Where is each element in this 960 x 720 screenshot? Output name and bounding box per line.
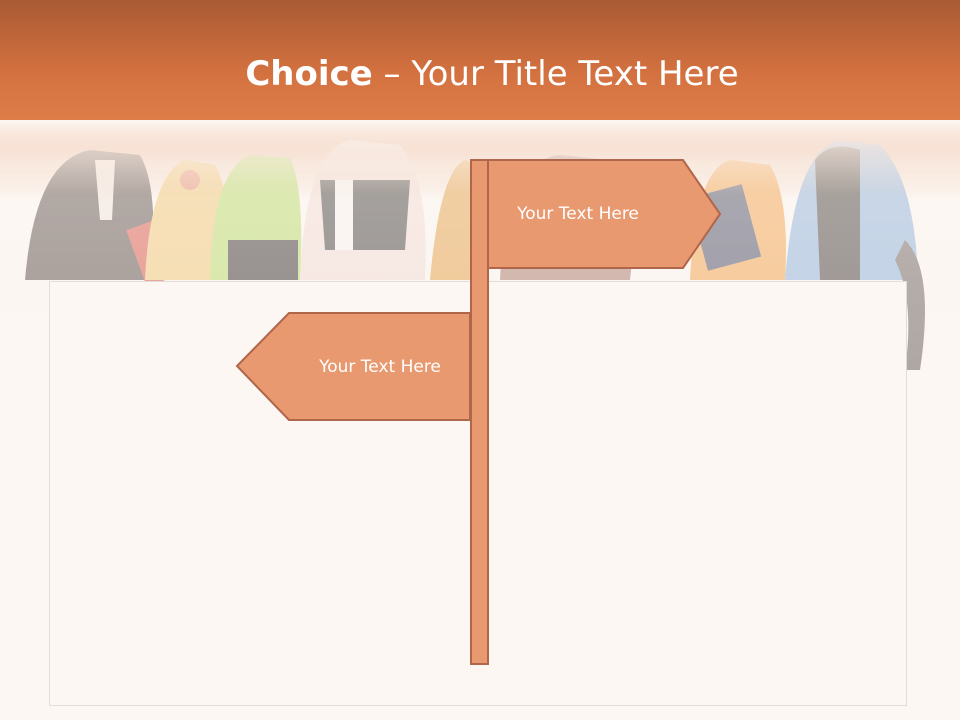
- sign-right-label: Your Text Here: [517, 204, 639, 224]
- title-bold: Choice: [245, 54, 373, 94]
- sign-left-label: Your Text Here: [319, 357, 441, 377]
- signpost-pole: [470, 159, 489, 665]
- sign-left-shape[interactable]: [235, 312, 471, 421]
- title-rest: Your Title Text Here: [411, 54, 739, 94]
- slide-title: Choice – Your Title Text Here: [0, 52, 960, 96]
- title-separator: –: [372, 54, 412, 94]
